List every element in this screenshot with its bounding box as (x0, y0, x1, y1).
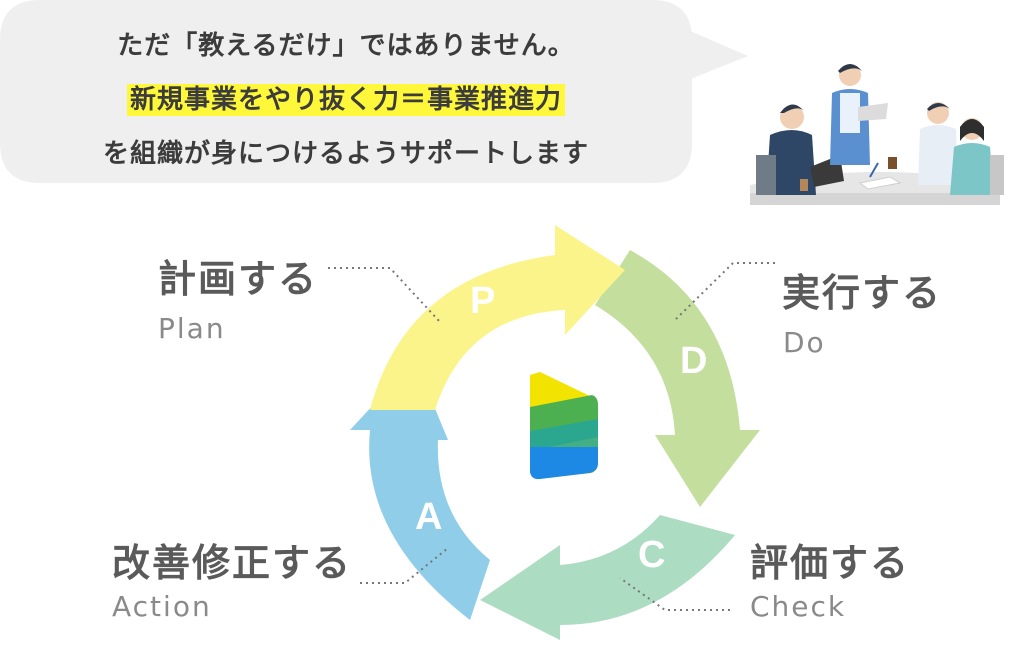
stage-label-action-en: Action (112, 590, 212, 623)
arc-check (480, 515, 735, 640)
bubble-text-line1: ただ「教えるだけ」ではありません。 (117, 31, 575, 61)
stage-label-check-jp: 評価する (750, 541, 911, 585)
arc-do (595, 250, 760, 507)
stage-label-plan-en: Plan (158, 312, 226, 345)
stage-letter-c: C (638, 534, 666, 576)
stage-label-action-jp: 改善修正する (112, 541, 353, 585)
arc-plan (370, 225, 625, 410)
stage-letter-d: D (680, 340, 708, 382)
stage-letter-p: P (470, 280, 496, 322)
highlighted-text: 新規事業をやり抜く力＝事業推進力 (126, 84, 565, 116)
speech-bubble: ただ「教えるだけ」ではありません。 新規事業をやり抜く力＝事業推進力 を組織が身… (0, 0, 748, 183)
stage-label-do-jp: 実行する (782, 271, 943, 315)
stage-label-check-en: Check (750, 590, 847, 623)
stage-letter-a: A (415, 496, 443, 538)
logo-icon (530, 372, 598, 480)
team-meeting-illustration (740, 55, 1010, 210)
bubble-text-line3: を組織が身につけるようサポートします (102, 139, 589, 169)
stage-label-do-en: Do (783, 326, 826, 359)
pdca-cycle-diagram (330, 215, 780, 649)
bubble-text-line2: 新規事業をやり抜く力＝事業推進力 (0, 79, 692, 116)
arc-action (350, 360, 490, 620)
stage-label-plan-jp: 計画する (158, 257, 319, 301)
